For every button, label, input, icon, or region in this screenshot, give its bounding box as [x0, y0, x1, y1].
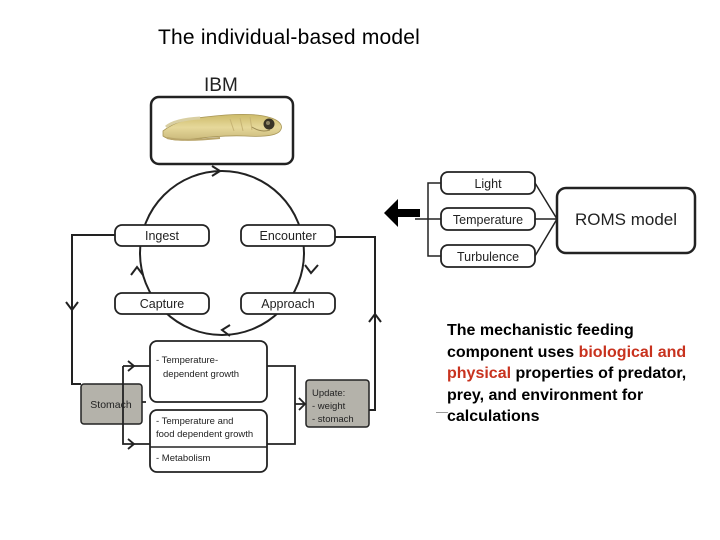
page-title: The individual-based model	[158, 26, 421, 49]
caption-before: The mechanistic feeding component uses	[447, 322, 634, 361]
ingest-label: Ingest	[145, 229, 180, 243]
food-growth-line1: - Temperature and	[156, 416, 233, 427]
feeding-cycle-circle	[139, 170, 305, 336]
inputs-left-bracket	[415, 182, 441, 257]
growth-arrow-top	[127, 360, 136, 372]
update-stomach: - stomach	[312, 414, 354, 425]
caption-after: properties of predator, prey, and enviro…	[447, 365, 687, 425]
caption-highlight: biological and physical	[447, 343, 687, 383]
temp-growth-box	[149, 340, 268, 403]
roms-model-box	[555, 186, 697, 255]
stomach-box	[80, 383, 143, 425]
encounter-label: Encounter	[260, 229, 317, 243]
update-to-encounter-line	[335, 236, 376, 411]
ingest-to-stomach-line	[71, 234, 115, 385]
input-arrow-icon	[384, 199, 420, 227]
temperature-label: Temperature	[453, 213, 523, 227]
update-title: Update:	[312, 388, 345, 399]
cycle-arrow-left	[130, 265, 144, 276]
stomach-label: Stomach	[90, 399, 132, 411]
food-growth-line2: food dependent growth	[156, 429, 253, 440]
capture-label: Capture	[140, 297, 185, 311]
light-label: Light	[474, 177, 502, 191]
caption-tick	[436, 412, 448, 413]
update-box	[305, 379, 370, 428]
temp-growth-line1: - Temperature-	[156, 355, 218, 366]
growth-arrow-bottom	[127, 438, 136, 450]
caption-text: The mechanistic feeding component uses b…	[447, 320, 687, 428]
fish-larva-icon	[162, 113, 282, 141]
ibm-label: IBM	[204, 75, 238, 96]
cycle-arrow-bottom	[220, 324, 231, 337]
capture-box	[114, 292, 210, 315]
food-growth-box	[149, 409, 268, 473]
turbulence-label: Turbulence	[457, 250, 519, 264]
temp-growth-line2: dependent growth	[163, 369, 239, 380]
metabolism-label: - Metabolism	[156, 453, 210, 464]
stomach-to-growth-lines	[122, 365, 150, 445]
update-weight: - weight	[312, 401, 346, 412]
approach-box	[240, 292, 336, 315]
approach-label: Approach	[261, 297, 315, 311]
update-line-arrow	[368, 312, 382, 323]
ingest-line-arrow	[65, 301, 79, 312]
inputs-to-roms-lines	[534, 182, 558, 257]
encounter-box	[240, 224, 336, 247]
cycle-arrow-right	[304, 264, 319, 275]
cycle-arrow-top	[211, 165, 222, 177]
update-arrow	[298, 397, 307, 411]
growth-to-update-lines	[267, 365, 306, 445]
roms-model-label: ROMS model	[575, 210, 677, 229]
